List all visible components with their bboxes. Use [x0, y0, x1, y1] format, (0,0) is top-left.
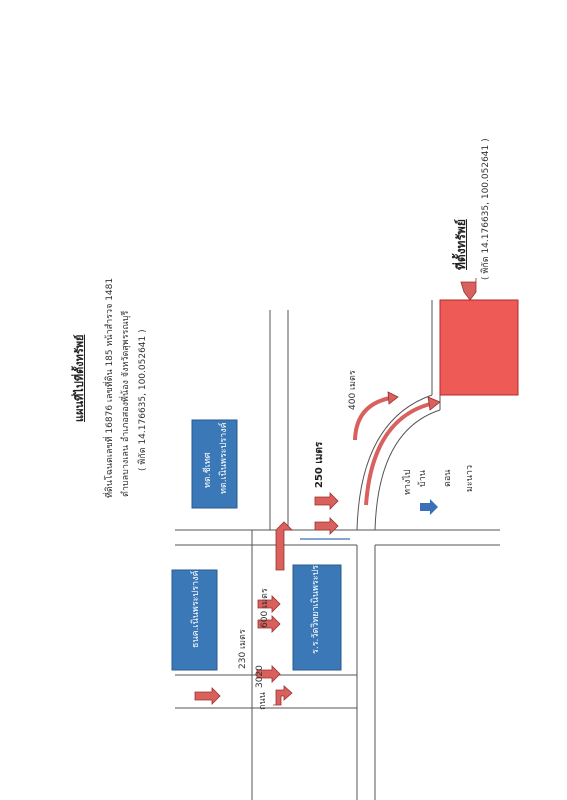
route-arrow: [194, 687, 221, 705]
school-building: [292, 564, 342, 671]
village-label-3: มะนาว: [465, 464, 475, 492]
municipality-label-1: ทต.ชีเทศ: [203, 452, 213, 488]
route-arrow: [257, 615, 281, 633]
distance-230: 230 เมตร: [238, 629, 248, 669]
curve-arrow: [364, 402, 431, 506]
map-subtitle-3: ( พิกัด 14.176635, 100.052641 ): [138, 329, 148, 471]
map-subtitle-1: ที่ดินโฉนดเลขที่ 16876 เลขที่ดิน 185 หน้…: [105, 277, 115, 498]
route-arrow: [460, 278, 477, 301]
route-arrow: [257, 595, 281, 613]
bank-building: [171, 569, 218, 671]
bank-label: ธนค.เนินพระปรางค์: [191, 570, 201, 648]
route-arrow: [256, 665, 281, 683]
route-arrow: [314, 517, 339, 535]
road-prefix-label: ถนน: [258, 692, 268, 710]
map-subtitle-2: ตำบลบางเลน อำเภอสองพี่น้อง จังหวัดสุพรรณ…: [121, 310, 131, 497]
route-arrow: [314, 492, 339, 510]
distance-250: 250 เมตร: [314, 441, 325, 488]
village-label-1: บ้าน: [418, 470, 428, 487]
distance-600: 600 เมตร: [260, 588, 270, 628]
curve-arrows: [353, 391, 441, 506]
curve-arrow: [353, 396, 391, 441]
map-title: แผนที่ไปที่ตั้งทรัพย์: [73, 334, 86, 422]
road-number-label: 3020: [255, 665, 265, 688]
village-label-2: ดอน: [443, 469, 453, 487]
road-network: [175, 300, 500, 800]
property-site: [439, 299, 519, 396]
school-label: ร.ร.วัดวิทยาเนินพระปรางค์: [311, 549, 321, 654]
route-arrow: [273, 685, 293, 706]
curve-arrowhead: [427, 396, 441, 411]
distance-400: 400 เมตร: [348, 370, 358, 410]
site-coordinates: ( พิกัด 14.176635, 100.052641 ): [481, 138, 491, 280]
direction-arrow-blue: [420, 499, 438, 515]
route-arrows: [194, 278, 477, 706]
curve-arrowhead: [387, 391, 399, 405]
municipality-label: ทต.เนินพระปรางค์: [219, 422, 229, 494]
site-label: ที่ตั้งทรัพย์: [454, 219, 468, 270]
to-go-label: ทางไป: [403, 469, 413, 495]
route-arrow: [275, 521, 293, 571]
municipality-building: [191, 419, 238, 509]
